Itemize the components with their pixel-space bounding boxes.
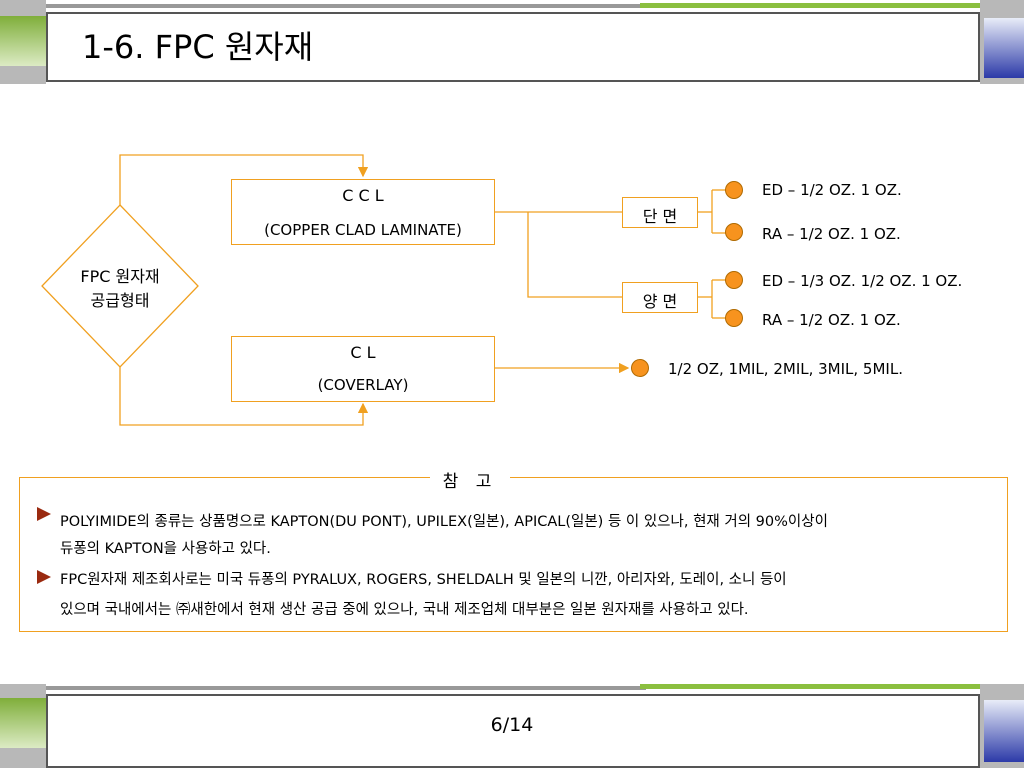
ccl-title: C C L xyxy=(342,186,384,205)
diamond-to-cl-connector xyxy=(119,367,369,426)
header-top-line-green xyxy=(640,3,980,8)
single-ed-spec: ED – 1/2 OZ. 1 OZ. xyxy=(762,181,902,199)
ccl-subtitle: (COPPER CLAD LAMINATE) xyxy=(264,221,462,239)
diamond-to-ccl-connector xyxy=(119,154,369,205)
diamond-label-line2: 공급형태 xyxy=(90,291,150,310)
cl-title: C L xyxy=(350,343,376,362)
note-para1-line2: 듀퐁의 KAPTON을 사용하고 있다. xyxy=(60,541,271,557)
cl-spec: 1/2 OZ, 1MIL, 2MIL, 3MIL, 5MIL. xyxy=(668,360,903,378)
diamond-label-line1: FPC 원자재 xyxy=(80,267,160,286)
page-number: 6/14 xyxy=(490,714,534,736)
single-ra-spec: RA – 1/2 OZ. 1 OZ. xyxy=(762,225,901,243)
single-ed-circle xyxy=(725,181,743,199)
footer-top-line-green xyxy=(640,684,980,689)
note-para2-line2: 있으며 국내에서는 ㈜새한에서 현재 생산 공급 중에 있으나, 국내 제조업체… xyxy=(60,602,749,618)
single-side-label: 단 면 xyxy=(642,207,678,226)
cl-spec-circle xyxy=(631,359,649,377)
double-ra-circle xyxy=(725,309,743,327)
single-side-box xyxy=(622,197,698,228)
cl-subtitle: (COVERLAY) xyxy=(317,376,409,394)
note-para1-line1: POLYIMIDE의 종류는 상품명으로 KAPTON(DU PONT), UP… xyxy=(60,514,828,530)
header-top-line xyxy=(46,4,646,8)
footer-green-accent xyxy=(0,698,46,748)
ccl-to-double-connector xyxy=(527,212,622,298)
triangle-bullet-icon xyxy=(37,507,51,521)
header-frame xyxy=(46,12,980,82)
double-side-box xyxy=(622,282,698,313)
footer-top-line xyxy=(46,686,646,690)
footer-blue-accent xyxy=(984,700,1024,762)
page-title: 1-6. FPC 원자재 xyxy=(82,28,314,66)
single-ra-circle xyxy=(725,223,743,241)
header-green-accent xyxy=(0,16,46,66)
double-side-label: 양 면 xyxy=(642,292,678,311)
triangle-bullet-icon xyxy=(37,570,51,584)
note-box xyxy=(19,477,1008,632)
header-blue-accent xyxy=(984,18,1024,78)
double-ed-spec: ED – 1/3 OZ. 1/2 OZ. 1 OZ. xyxy=(762,272,963,290)
double-ed-circle xyxy=(725,271,743,289)
note-title: 참 고 xyxy=(430,467,510,492)
double-ra-spec: RA – 1/2 OZ. 1 OZ. xyxy=(762,311,901,329)
cl-box xyxy=(231,336,495,402)
ccl-box xyxy=(231,179,495,245)
footer-frame xyxy=(46,694,980,768)
note-para2-line1: FPC원자재 제조회사로는 미국 듀퐁의 PYRALUX, ROGERS, SH… xyxy=(60,572,787,588)
